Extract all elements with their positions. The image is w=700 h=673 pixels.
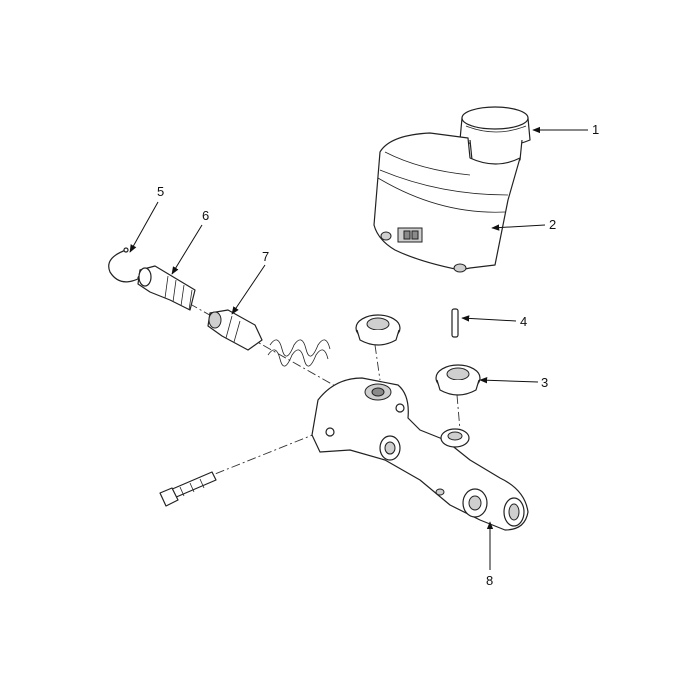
primary-piston	[137, 265, 196, 311]
master-cylinder-body	[311, 377, 529, 531]
mounting-bolt	[159, 471, 217, 507]
callout-2: 2	[549, 217, 556, 232]
callout-4: 4	[520, 314, 527, 329]
grommet-left	[355, 314, 401, 346]
callout-5: 5	[157, 184, 164, 199]
callout-labels: 1 2 3 4 5 6 7 8	[157, 122, 599, 588]
leader-lines	[129, 126, 588, 570]
callout-6: 6	[202, 208, 209, 223]
callout-3: 3	[541, 375, 548, 390]
grommet-right	[435, 364, 481, 396]
retaining-pin	[451, 308, 459, 338]
callout-1: 1	[592, 122, 599, 137]
reservoir-tank	[373, 132, 521, 273]
callout-7: 7	[262, 249, 269, 264]
reservoir-cap	[459, 106, 531, 166]
return-spring	[267, 339, 331, 367]
secondary-piston	[207, 309, 263, 351]
callout-8: 8	[486, 573, 493, 588]
snap-ring	[108, 247, 143, 283]
